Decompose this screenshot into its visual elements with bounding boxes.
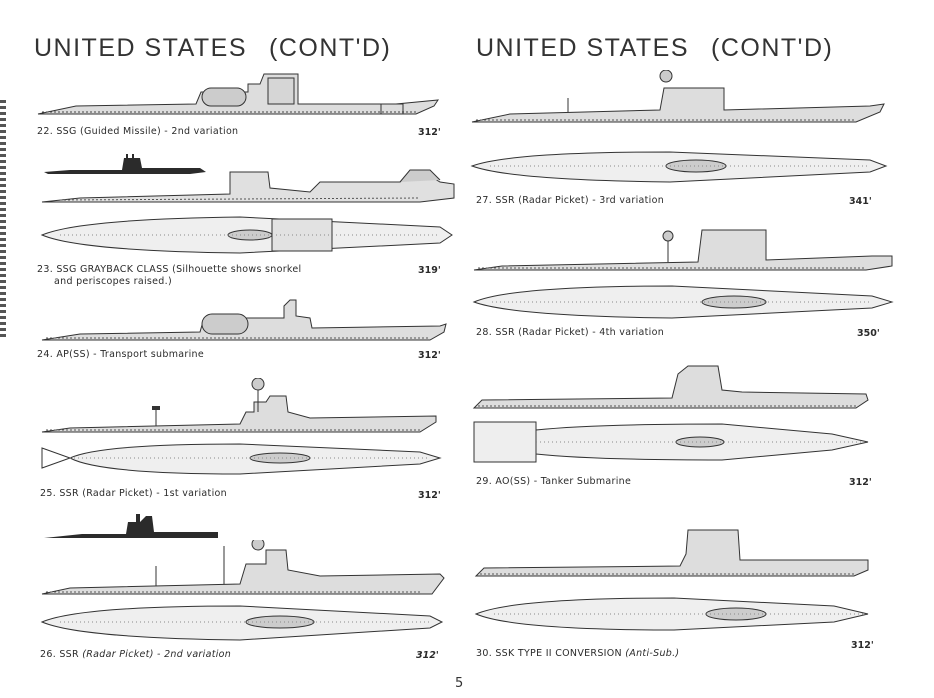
- caption-28: 28. SSR (Radar Picket) - 4th variation: [476, 327, 665, 338]
- binding-edge: [0, 100, 6, 340]
- caption-26-code: SSR: [59, 649, 79, 660]
- fig-26-plan: [40, 605, 444, 641]
- fig-30-profile: [474, 529, 869, 577]
- fig-23-plan: [40, 216, 453, 254]
- fig-24-profile: [41, 299, 447, 341]
- right-page-heading: UNITED STATES (CONT'D): [476, 34, 833, 63]
- length-26: 312': [416, 650, 439, 661]
- heading-title: UNITED STATES: [34, 34, 248, 62]
- fig-22-profile: [37, 73, 439, 115]
- caption-22: 22. SSG (Guided Missile) - 2nd variation: [37, 126, 239, 137]
- caption-29: 29. AO(SS) - Tanker Submarine: [476, 476, 632, 487]
- heading-cont: (CONT'D): [711, 34, 834, 62]
- caption-30-num: 30. SSK TYPE II CONVERSION: [476, 648, 622, 659]
- fig-23-profile: [41, 169, 455, 203]
- length-22: 312': [418, 127, 441, 138]
- fig-25-profile: [41, 378, 437, 433]
- fig-26-silhouette: [44, 514, 218, 538]
- fig-28-profile: [473, 229, 893, 271]
- fig-27-plan: [470, 151, 888, 183]
- heading-title: UNITED STATES: [476, 34, 690, 62]
- length-27: 341': [849, 196, 872, 207]
- caption-26-num: 26.: [40, 649, 57, 660]
- length-29: 312': [849, 477, 872, 488]
- fig-30-plan: [474, 597, 869, 631]
- fig-29-profile: [472, 365, 869, 409]
- caption-27: 27. SSR (Radar Picket) - 3rd variation: [476, 195, 665, 206]
- page-number: 5: [455, 676, 464, 691]
- fig-29-plan: [473, 421, 869, 463]
- caption-30-rest: (Anti-Sub.): [625, 648, 680, 659]
- caption-23: 23. SSG GRAYBACK CLASS (Silhouette shows…: [37, 264, 302, 275]
- caption-25: 25. SSR (Radar Picket) - 1st variation: [40, 488, 227, 499]
- caption-30: 30. SSK TYPE II CONVERSION (Anti-Sub.): [476, 648, 679, 660]
- left-page-heading: UNITED STATES (CONT'D): [34, 34, 391, 63]
- caption-23-line2: and periscopes raised.): [54, 276, 172, 287]
- length-30: 312': [851, 640, 874, 651]
- caption-26: 26. SSR (Radar Picket) - 2nd variation: [40, 649, 231, 661]
- fig-27-profile: [471, 70, 885, 123]
- fig-23-silhouette: [44, 154, 206, 174]
- heading-cont: (CONT'D): [269, 34, 392, 62]
- length-25: 312': [418, 490, 441, 501]
- fig-25-plan: [41, 443, 442, 475]
- caption-26-rest: (Radar Picket) - 2nd variation: [82, 649, 232, 660]
- fig-26-profile: [41, 540, 445, 595]
- length-23: 319': [418, 265, 441, 276]
- length-24: 312': [418, 350, 441, 361]
- fig-28-plan: [472, 285, 894, 319]
- caption-24: 24. AP(SS) - Transport submarine: [37, 349, 204, 360]
- length-28: 350': [857, 328, 880, 339]
